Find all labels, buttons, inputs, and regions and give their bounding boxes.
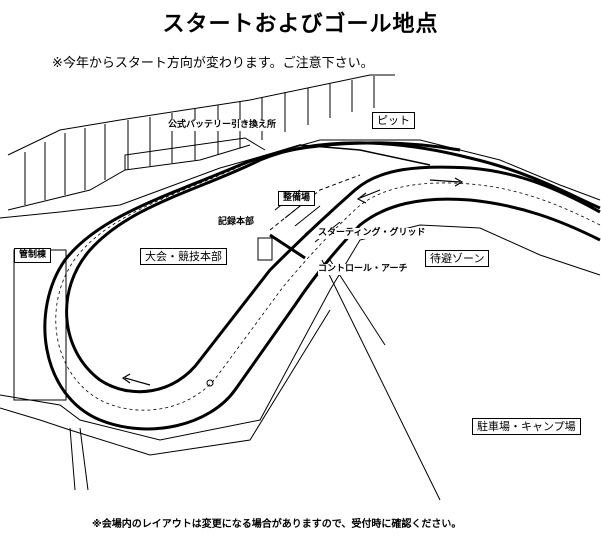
direction-arrows xyxy=(121,177,464,386)
parking-hatch xyxy=(7,74,395,211)
layout-footnote: ※会場内のレイアウトは変更になる場合がありますので、受付時に確認ください。 xyxy=(92,519,462,530)
label-battery: 公式バッテリー引き換え所 xyxy=(168,120,277,131)
label-waiting-lane: 待避ゾーン xyxy=(425,250,490,267)
map-title: スタートおよびゴール地点 xyxy=(162,12,439,37)
label-pit: ピット xyxy=(372,112,415,129)
control-line-mark xyxy=(269,233,306,260)
pit-road xyxy=(249,144,431,231)
direction-notice: ※今年からスタート方向が変わります。ご注意下さい。 xyxy=(52,56,374,71)
label-starting-grid: スターティング・グリッド xyxy=(318,228,426,239)
marker-dot xyxy=(206,379,214,387)
outer-boundary xyxy=(0,139,601,501)
race-track xyxy=(43,141,601,431)
label-control-line: コントロール・アーチ xyxy=(318,264,408,275)
label-hq: 大会・競技本部 xyxy=(140,248,227,265)
records-hut xyxy=(257,237,273,261)
label-parking: 駐車場・キャンプ場 xyxy=(472,418,581,435)
label-records: 記録本部 xyxy=(218,217,255,228)
label-control-tower: 管制棟 xyxy=(14,248,52,263)
label-maintenance: 整備場 xyxy=(278,191,316,206)
